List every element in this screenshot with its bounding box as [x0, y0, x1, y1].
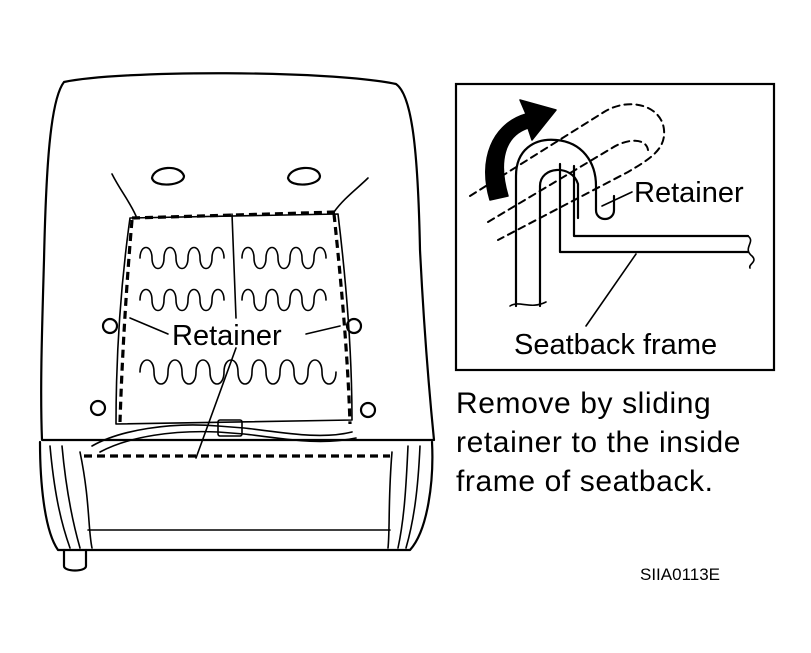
- retainer-leader-left: [129, 317, 169, 335]
- instruction-line-1: Remove by sliding: [456, 387, 712, 420]
- retainer-leader-right: [305, 325, 341, 335]
- lower-side-right: [397, 445, 421, 549]
- seatback-outline: [40, 72, 436, 442]
- spring-upper-left: [139, 246, 225, 270]
- seatback-frame-leader: [585, 253, 637, 327]
- seatback-frame-shape: [514, 138, 616, 308]
- retainer-leader-down: [195, 347, 237, 459]
- lower-side-left: [49, 445, 81, 549]
- seat-leg: [62, 548, 88, 572]
- spring-upper-right: [241, 246, 327, 270]
- retainer-label-seat: Retainer: [172, 320, 282, 352]
- spring-middle-left: [139, 288, 225, 312]
- spring-middle-right: [241, 288, 327, 312]
- seatback-illustration: Retainer: [38, 72, 436, 572]
- upper-contour-left: [111, 173, 137, 217]
- retainer-previous-position: [469, 103, 666, 241]
- seatback-inner-panel: [115, 213, 353, 425]
- headrest-hole-right: [286, 166, 322, 186]
- frame-break-right: [747, 235, 755, 269]
- retainer-edge-left: [118, 219, 134, 423]
- detail-frame-box: [454, 82, 776, 372]
- retainer-edge-top: [131, 210, 337, 220]
- retainer-detail-inset: Retainer Seatback frame: [454, 82, 776, 372]
- instruction-line-3: frame of seatback.: [456, 465, 714, 498]
- frame-break-bottom: [509, 301, 547, 307]
- mount-hole-lower-right: [359, 401, 377, 419]
- lower-inner-frame: [79, 451, 393, 549]
- retainer-leader-detail: [601, 191, 633, 207]
- seat-cushion-outline: [38, 440, 434, 552]
- upper-contour-right: [333, 177, 369, 213]
- spring-lower: [139, 359, 337, 385]
- center-seam: [231, 213, 237, 319]
- seatback-frame-inner: [538, 168, 580, 308]
- mount-hole-upper-right: [345, 317, 363, 335]
- seatback-frame-label: Seatback frame: [514, 329, 717, 361]
- figure-code: SIIA0113E: [640, 565, 720, 584]
- frame-horizontal: [558, 162, 750, 254]
- harness-connector: [217, 419, 243, 437]
- mount-hole-upper-left: [101, 317, 119, 335]
- sliding-direction-arrow: [485, 99, 557, 201]
- headrest-hole-left: [150, 166, 186, 186]
- retainer-edge-right: [332, 213, 352, 425]
- mount-hole-lower-left: [89, 399, 107, 417]
- removal-instruction: Remove by sliding retainer to the inside…: [456, 384, 796, 501]
- instruction-line-2: retainer to the inside: [456, 426, 742, 459]
- retainer-label-detail: Retainer: [634, 177, 744, 209]
